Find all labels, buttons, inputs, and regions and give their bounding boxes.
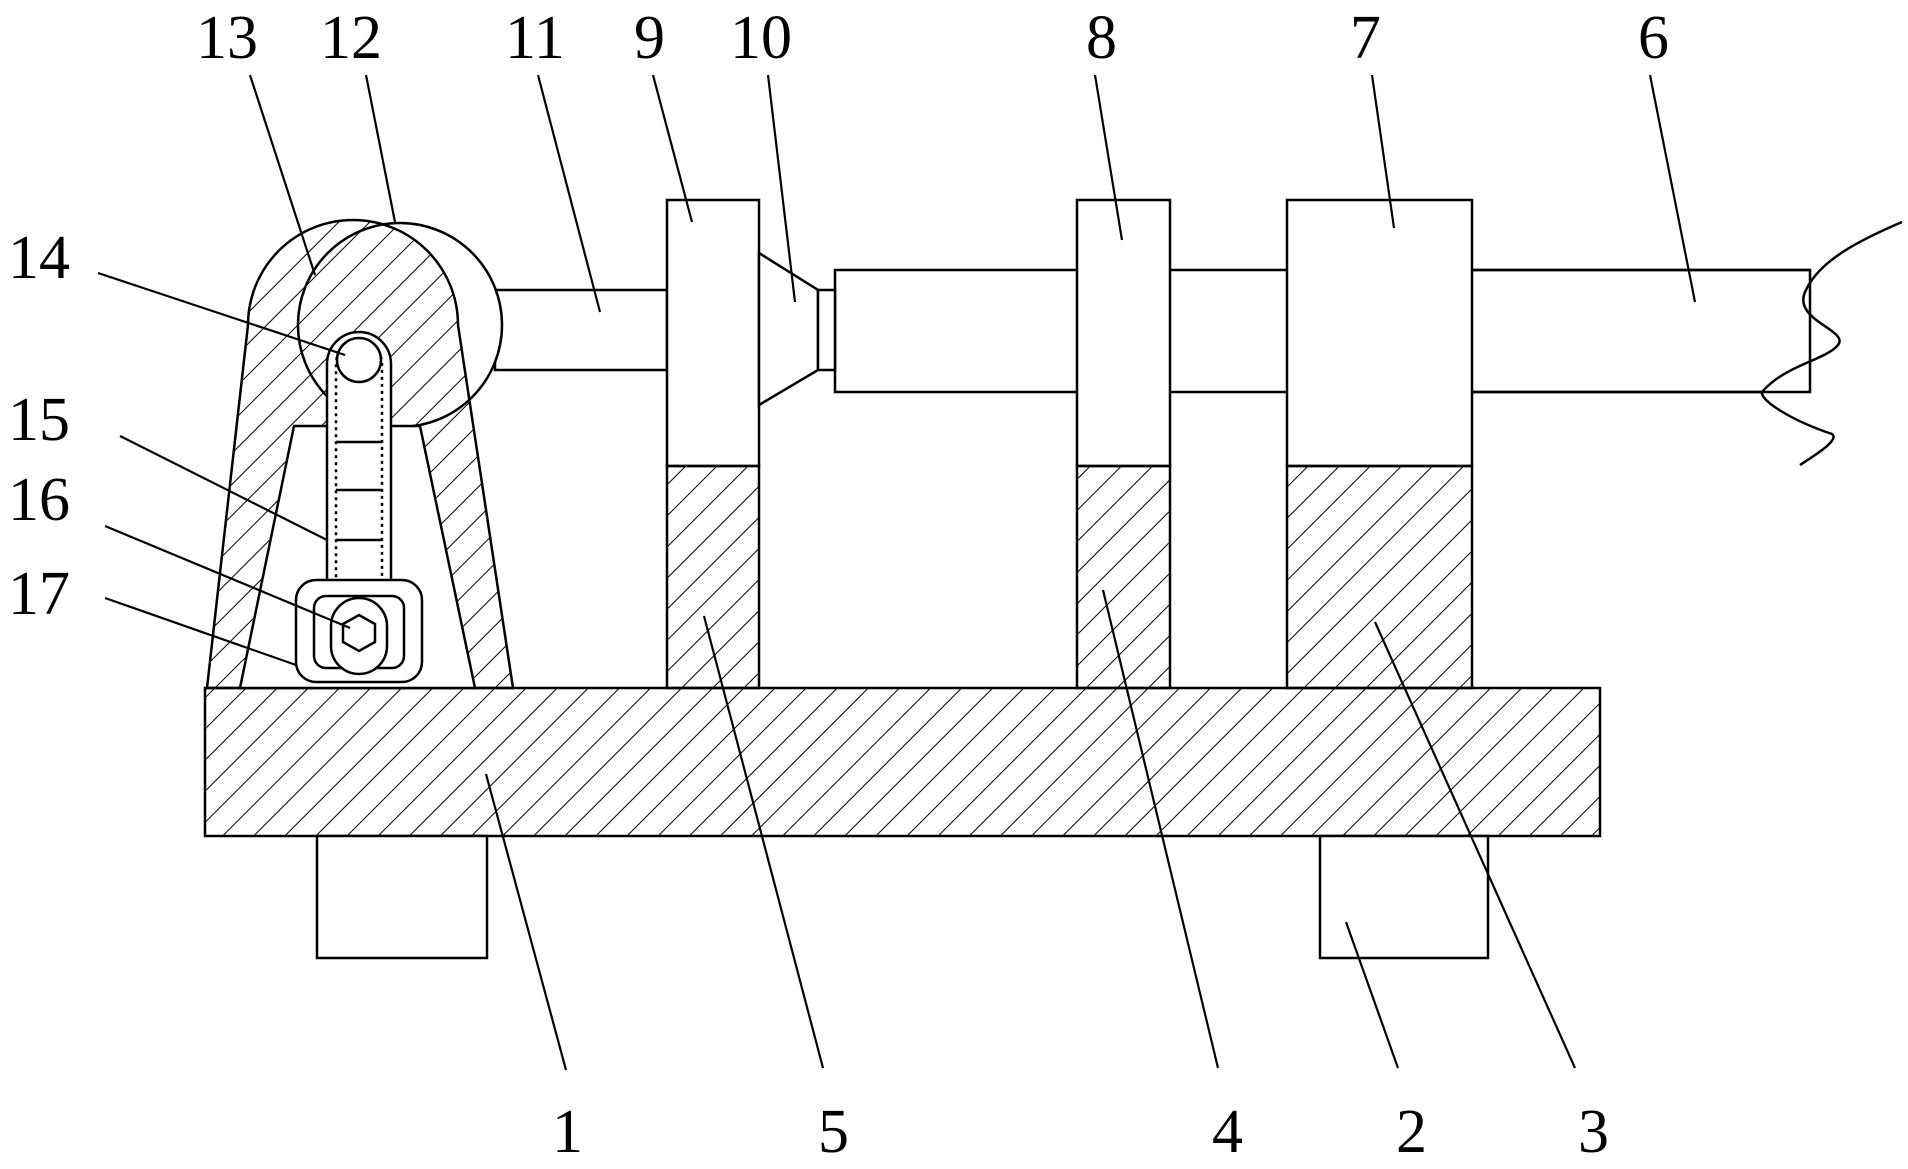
drive-wheel-16 <box>341 613 377 653</box>
leader-lines <box>97 74 1697 1071</box>
label-11: 11 <box>505 4 565 72</box>
foot-left <box>315 834 489 960</box>
label-6: 6 <box>1638 4 1669 72</box>
holder-support-3 <box>1285 464 1474 690</box>
label-7: 7 <box>1350 4 1381 72</box>
holder-support-4 <box>1075 464 1172 690</box>
label-10: 10 <box>730 4 792 72</box>
shaft-11 <box>493 288 669 372</box>
pulley-14 <box>335 336 383 384</box>
label-3: 3 <box>1578 1098 1609 1166</box>
label-14: 14 <box>8 224 70 292</box>
label-4: 4 <box>1212 1098 1243 1166</box>
holder-top-8 <box>1075 198 1172 468</box>
label-17: 17 <box>8 560 70 628</box>
holder-top-7 <box>1285 198 1474 468</box>
label-13: 13 <box>196 4 258 72</box>
label-12: 12 <box>320 4 382 72</box>
holder-support-5 <box>665 464 761 690</box>
shaft-front <box>833 268 1292 394</box>
label-15: 15 <box>8 386 70 454</box>
holder-top-9 <box>665 198 761 468</box>
label-16: 16 <box>8 466 70 534</box>
label-2: 2 <box>1396 1098 1427 1166</box>
cone-10 <box>757 250 837 408</box>
base-plate <box>203 686 1602 838</box>
label-8: 8 <box>1086 4 1117 72</box>
label-9: 9 <box>634 4 665 72</box>
label-1: 1 <box>552 1098 583 1166</box>
shaft-rear <box>1468 220 1903 467</box>
foot-right <box>1318 834 1490 960</box>
label-5: 5 <box>818 1098 849 1166</box>
